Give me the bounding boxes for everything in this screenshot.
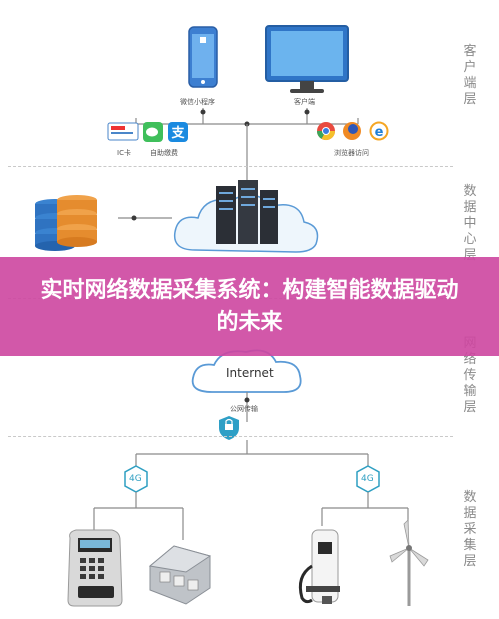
- phone-icon: [188, 26, 218, 88]
- layer-label-datacenter: 数据中心层: [463, 184, 477, 263]
- caption-client: 客户端: [294, 98, 315, 106]
- ie-icon: e: [369, 121, 389, 141]
- chrome-icon: [317, 122, 336, 141]
- caption-wechat-miniprogram: 微信小程序: [180, 98, 215, 106]
- caption-browser-access: 浏览器访问: [334, 149, 369, 157]
- lock-icon: [219, 416, 239, 440]
- title-banner: 实时网络数据采集系统：构建智能数据驱动的未来: [0, 257, 499, 356]
- svg-text:支: 支: [170, 125, 185, 141]
- monitor-icon: [265, 25, 349, 93]
- ic-card-icon: [107, 122, 139, 141]
- socket-box-device: [148, 545, 212, 605]
- caption-4g-left: 4G: [129, 474, 142, 484]
- layer-label-collection: 数据采集层: [463, 490, 477, 569]
- banner-title: 实时网络数据采集系统：构建智能数据驱动的未来: [40, 277, 459, 335]
- caption-auto-pay: 自助缴费: [150, 149, 178, 157]
- wechat-icon: [143, 122, 163, 142]
- caption-public-transmission: 公网传输: [230, 405, 258, 413]
- alipay-icon: 支: [168, 122, 188, 142]
- layer-divider-1: [8, 166, 453, 167]
- firefox-icon: [343, 122, 361, 140]
- caption-ic-card: IC卡: [117, 149, 131, 157]
- layer-divider-3: [8, 436, 453, 437]
- svg-text:e: e: [375, 125, 384, 140]
- wind-turbine-device: [389, 519, 429, 606]
- charging-pile-device: [298, 529, 340, 604]
- caption-4g-right: 4G: [361, 474, 374, 484]
- caption-internet: Internet: [226, 366, 274, 380]
- layer-label-client: 客户端层: [463, 44, 477, 107]
- card-reader-device: [67, 529, 123, 607]
- database-icon: [35, 195, 97, 251]
- cloud-server-icon: [173, 180, 319, 253]
